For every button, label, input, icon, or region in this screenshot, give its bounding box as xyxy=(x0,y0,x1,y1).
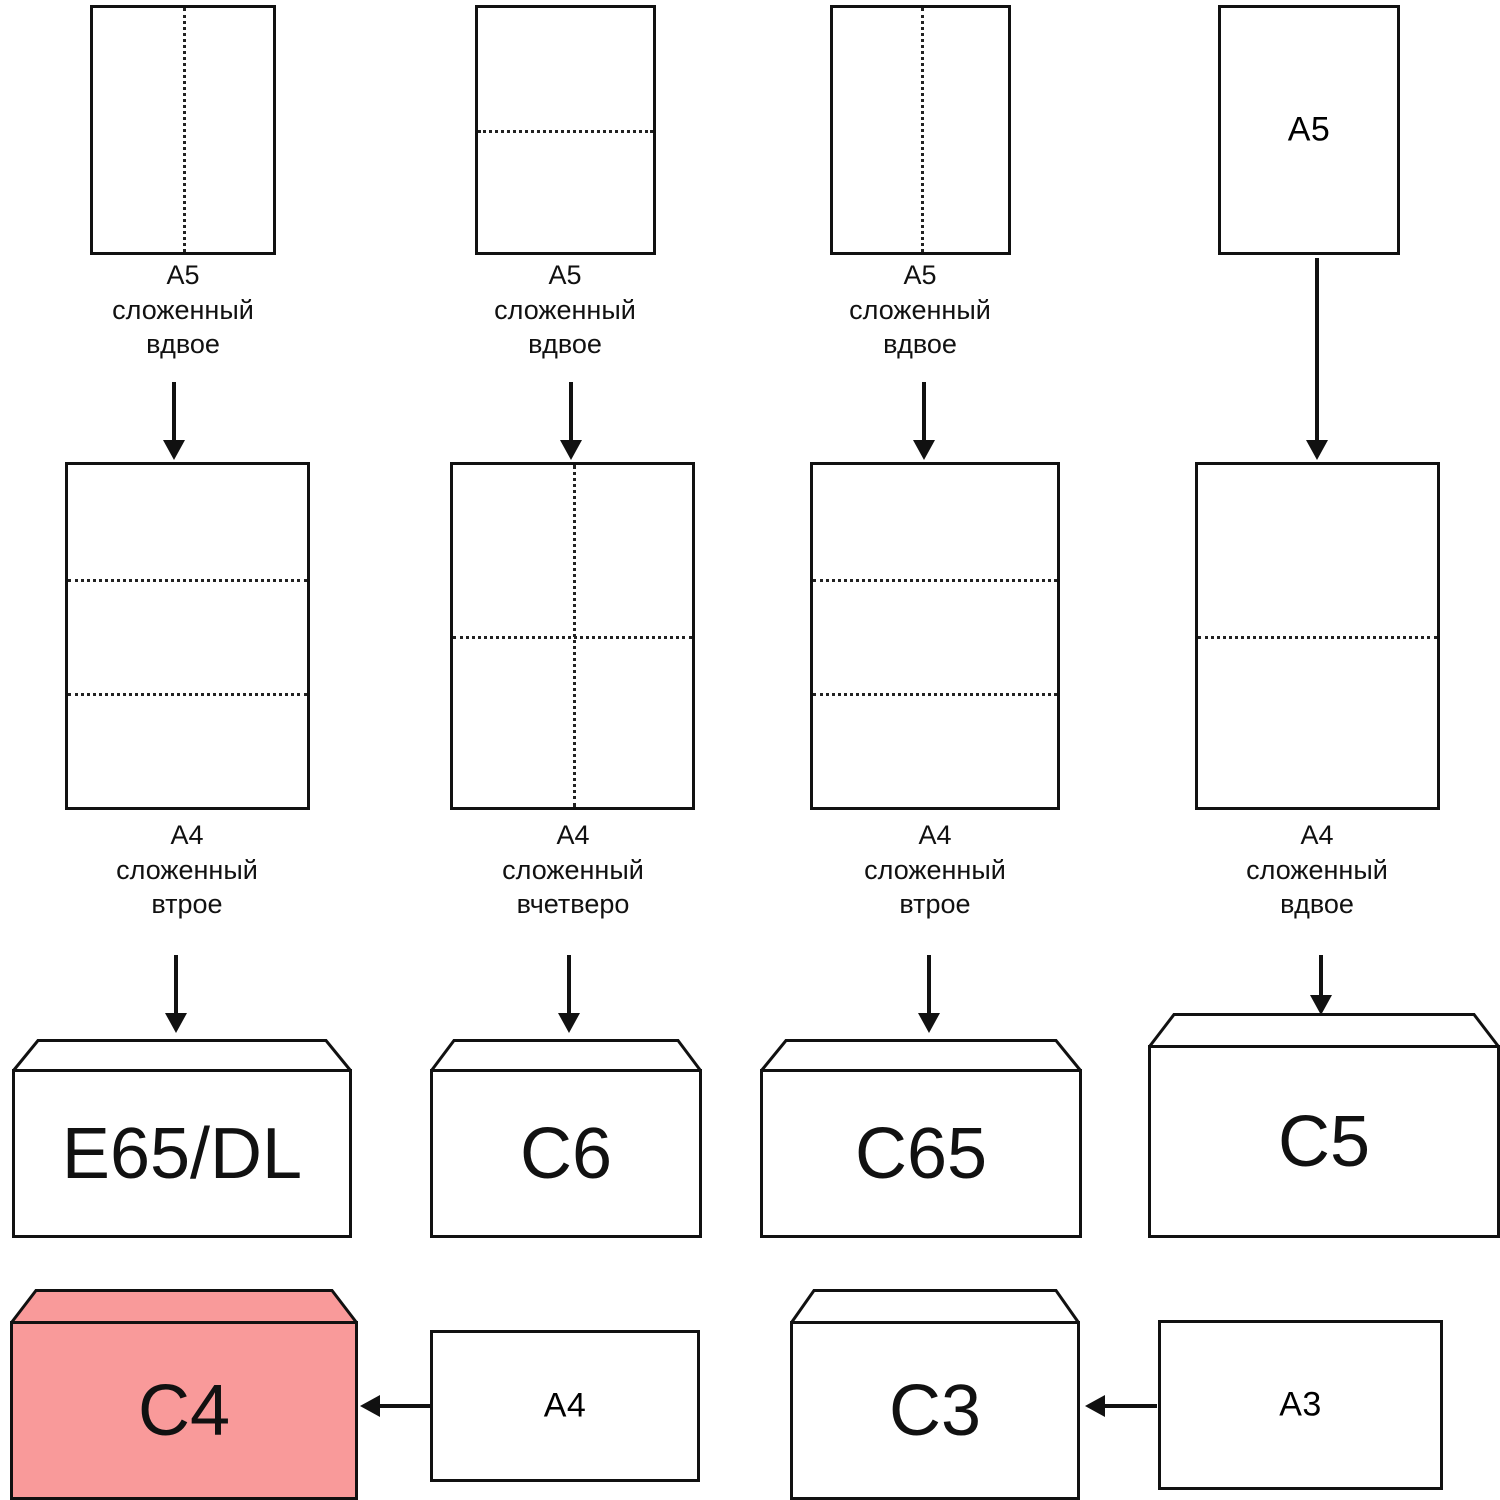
fold-line-horizontal-upper xyxy=(813,578,1057,582)
caption-a5-fold-half-col3: А5 сложенный вдвое xyxy=(849,260,991,360)
envelope-body: C5 xyxy=(1148,1045,1500,1238)
envelope-flap-icon xyxy=(790,1288,1080,1324)
fold-line-horizontal xyxy=(453,636,692,639)
envelope-c5: C5 xyxy=(1148,1012,1500,1238)
sheet-label-a3: A3 xyxy=(1279,1385,1322,1424)
envelope-c65: C65 xyxy=(760,1038,1082,1238)
sheet-a5-col1 xyxy=(90,5,276,255)
envelope-body: C6 xyxy=(430,1069,702,1238)
envelope-c6: C6 xyxy=(430,1038,702,1238)
envelope-label: C4 xyxy=(137,1370,231,1451)
caption-a4-fold-col4: А4 сложенный вдвое xyxy=(1246,820,1388,920)
envelope-e65-dl: E65/DL xyxy=(12,1038,352,1238)
arrow-a4-to-envelope-col3 xyxy=(918,955,940,1033)
sheet-a4-col3 xyxy=(810,462,1060,810)
sheet-a5-col3 xyxy=(830,5,1011,255)
arrow-a5-to-a4-col4 xyxy=(1306,258,1328,460)
sheet-a5-col4: A5 xyxy=(1218,5,1400,255)
fold-line-vertical xyxy=(183,8,186,252)
sheet-a3-bottom: A3 xyxy=(1158,1320,1443,1490)
envelope-flap-icon xyxy=(430,1038,702,1072)
caption-a4-fold-col2: А4 сложенный вчетверо xyxy=(502,820,644,920)
sheet-a4-col4 xyxy=(1195,462,1440,810)
arrow-a3-to-c3 xyxy=(1085,1395,1157,1417)
sheet-a5-col2 xyxy=(475,5,656,255)
envelope-label: C3 xyxy=(888,1370,982,1451)
envelope-flap-icon xyxy=(760,1038,1082,1072)
fold-line-vertical xyxy=(920,8,924,252)
fold-line-horizontal-upper xyxy=(68,578,307,582)
arrow-a4-to-envelope-col4 xyxy=(1310,955,1332,1015)
envelope-label: C5 xyxy=(1277,1101,1371,1182)
caption-a4-fold-col3: А4 сложенный втрое xyxy=(864,820,1006,920)
arrow-a4-to-c4 xyxy=(360,1395,430,1417)
envelope-body: E65/DL xyxy=(12,1069,352,1238)
sheet-label-a5: A5 xyxy=(1287,110,1331,149)
arrow-a5-to-a4-col2 xyxy=(560,382,582,460)
fold-line-horizontal xyxy=(1198,636,1437,639)
caption-a5-fold-half-col1: А5 сложенный вдвое xyxy=(112,260,254,360)
arrow-a5-to-a4-col1 xyxy=(163,382,185,460)
envelope-flap-icon xyxy=(1148,1012,1500,1048)
envelope-flap-icon xyxy=(12,1038,352,1072)
sheet-label-a4: A4 xyxy=(543,1386,587,1425)
envelope-c3: C3 xyxy=(790,1288,1080,1500)
arrow-a5-to-a4-col3 xyxy=(913,382,935,460)
fold-line-horizontal xyxy=(478,130,653,133)
envelope-body: C4 xyxy=(10,1321,358,1500)
envelope-label: C6 xyxy=(519,1113,613,1194)
fold-line-horizontal-lower xyxy=(813,692,1057,696)
envelope-flap-icon xyxy=(10,1288,358,1324)
fold-line-horizontal-lower xyxy=(68,692,307,696)
caption-a4-fold-col1: А4 сложенный втрое xyxy=(116,820,258,920)
envelope-label: C65 xyxy=(854,1113,988,1194)
sheet-a4-col1 xyxy=(65,462,310,810)
envelope-body: C65 xyxy=(760,1069,1082,1238)
envelope-c4: C4 xyxy=(10,1288,358,1500)
arrow-a4-to-envelope-col2 xyxy=(558,955,580,1033)
sheet-a4-bottom: A4 xyxy=(430,1330,700,1482)
arrow-a4-to-envelope-col1 xyxy=(165,955,187,1033)
envelope-body: C3 xyxy=(790,1321,1080,1500)
caption-a5-fold-half-col2: А5 сложенный вдвое xyxy=(494,260,636,360)
sheet-a4-col2 xyxy=(450,462,695,810)
envelope-label: E65/DL xyxy=(61,1113,303,1194)
